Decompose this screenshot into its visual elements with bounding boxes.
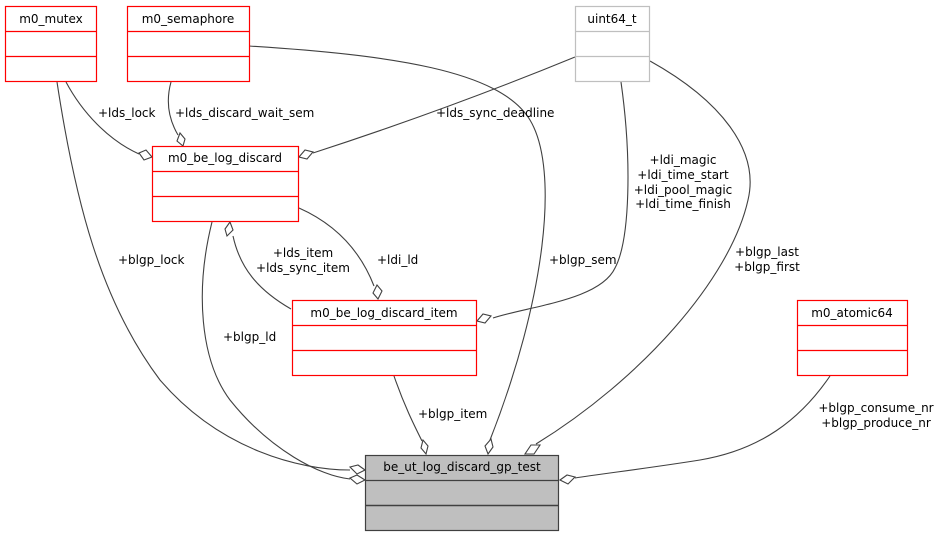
label-blgp-sem: +blgp_sem	[549, 253, 617, 267]
class-name: m0_be_log_discard_item	[310, 306, 457, 320]
aggregation-diamond	[138, 149, 153, 161]
class-name: m0_be_log_discard	[168, 151, 282, 165]
label-blgp-first: +blgp_first	[734, 260, 800, 274]
edge-lds-lock	[65, 81, 140, 155]
edge-ldi-ld	[298, 207, 375, 287]
aggregation-diamond	[476, 313, 492, 324]
label-lds-sync-deadline: +lds_sync_deadline	[436, 106, 554, 120]
edge-lds-items	[232, 235, 292, 310]
edge-blgp-lock	[56, 81, 351, 471]
class-name: m0_semaphore	[142, 12, 235, 26]
class-name: m0_atomic64	[811, 306, 893, 320]
label-blgp-consume-nr: +blgp_consume_nr	[818, 401, 933, 415]
label-lds-discard-wait-sem: +lds_discard_wait_sem	[175, 106, 314, 120]
label-ldi-pool-magic: +ldi_pool_magic	[634, 183, 733, 197]
label-ldi-time-start: +ldi_time_start	[637, 168, 729, 182]
edge-blgp-item	[393, 375, 423, 442]
label-blgp-ld: +blgp_ld	[223, 330, 276, 344]
label-ldi-magic: +ldi_magic	[650, 153, 717, 167]
aggregation-diamond	[298, 149, 314, 160]
edge-lds-discard-wait-sem	[167, 81, 179, 136]
class-m0-mutex[interactable]: m0_mutex	[4, 5, 98, 83]
class-m0-be-log-discard-item[interactable]: m0_be_log_discard_item	[291, 299, 478, 377]
edge-ldi-fields	[492, 81, 629, 319]
aggregation-diamond	[348, 464, 367, 475]
class-be-ut-log-discard-gp-test[interactable]: be_ut_log_discard_gp_test	[364, 454, 560, 532]
label-blgp-lock: +blgp_lock	[118, 253, 185, 267]
class-name: m0_mutex	[19, 12, 83, 26]
label-lds-sync-item: +lds_sync_item	[256, 261, 350, 275]
aggregation-diamond	[420, 438, 429, 456]
edge-blgp-last-first	[535, 60, 751, 445]
edge-blgp-sem	[248, 45, 546, 441]
label-blgp-produce-nr: +blgp_produce_nr	[821, 416, 931, 430]
edge-blgp-ld	[201, 221, 351, 480]
aggregation-diamond	[484, 437, 494, 456]
aggregation-diamond	[224, 220, 234, 238]
label-blgp-last: +blgp_last	[735, 245, 799, 259]
aggregation-diamond	[348, 474, 367, 485]
class-uint64-t[interactable]: uint64_t	[574, 5, 651, 83]
edge-lds-sync-deadline	[312, 56, 576, 154]
class-m0-atomic64[interactable]: m0_atomic64	[796, 299, 909, 377]
class-m0-be-log-discard[interactable]: m0_be_log_discard	[151, 145, 300, 223]
label-ldi-ld: +ldi_ld	[377, 253, 418, 267]
aggregation-diamond	[372, 284, 383, 300]
class-name: uint64_t	[587, 12, 637, 26]
label-lds-item: +lds_item	[273, 246, 333, 260]
aggregation-diamond	[558, 474, 577, 485]
class-m0-semaphore[interactable]: m0_semaphore	[126, 5, 251, 83]
aggregation-diamond	[523, 444, 542, 455]
edge-blgp-nr	[574, 375, 831, 479]
class-name: be_ut_log_discard_gp_test	[383, 460, 541, 474]
label-lds-lock: +lds_lock	[98, 106, 156, 120]
aggregation-diamond	[176, 131, 186, 147]
label-blgp-item: +blgp_item	[418, 407, 487, 421]
label-ldi-time-finish: +ldi_time_finish	[635, 197, 731, 211]
